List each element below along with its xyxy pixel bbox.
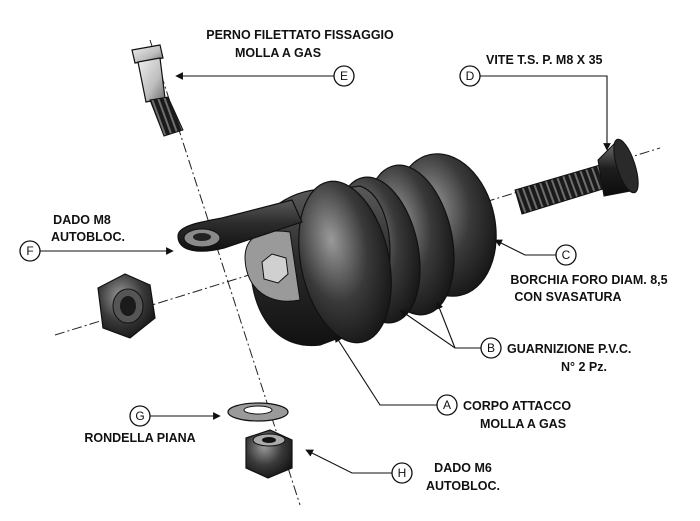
- label-e-line2: MOLLA A GAS: [235, 46, 321, 60]
- leader-d: [480, 75, 611, 151]
- label-b-line1: GUARNIZIONE P.V.C.: [507, 342, 631, 356]
- callout-circle-f: [19, 240, 41, 262]
- leader-c: [494, 239, 556, 256]
- label-e-line1: PERNO FILETTATO FISSAGGIO: [206, 28, 394, 42]
- callout-letter-b: B: [487, 341, 495, 355]
- leader-b-2: [435, 301, 456, 349]
- leader-b-1: [399, 309, 481, 349]
- flat-washer-part-g: [227, 402, 289, 422]
- callout-circle-a: [436, 394, 458, 416]
- callout-letter-a: A: [443, 398, 451, 412]
- threaded-pin-part-e: [131, 44, 184, 137]
- callout-circle-c: [555, 244, 577, 266]
- m8-nut-part-f: [97, 273, 156, 339]
- label-g-line1: RONDELLA PIANA: [84, 431, 195, 445]
- callout-circle-d: [459, 65, 481, 87]
- label-a-line2: MOLLA A GAS: [480, 417, 566, 431]
- label-f-line1: DADO M8: [53, 213, 111, 227]
- callout-circle-b: [480, 337, 502, 359]
- label-c-line1: BORCHIA FORO DIAM. 8,5: [510, 273, 667, 287]
- callout-letter-c: C: [562, 248, 571, 262]
- label-b-line2: N° 2 Pz.: [561, 360, 607, 374]
- callout-letter-d: D: [466, 69, 475, 83]
- leader-lines: [40, 72, 611, 474]
- countersunk-screw-part-d: [514, 138, 639, 215]
- callout-letter-e: E: [340, 69, 348, 83]
- callout-circle-g: [129, 405, 151, 427]
- label-d-line1: VITE T.S. P. M8 X 35: [486, 53, 603, 67]
- leader-a: [334, 334, 437, 406]
- leader-h: [305, 449, 392, 474]
- callout-circle-e: [333, 65, 355, 87]
- label-h-line2: AUTOBLOC.: [426, 479, 500, 493]
- label-f-line2: AUTOBLOC.: [51, 230, 125, 244]
- callout-circles: [19, 65, 577, 484]
- label-h-line1: DADO M6: [434, 461, 492, 475]
- callout-circle-h: [391, 462, 413, 484]
- main-body-part-a: [177, 153, 497, 347]
- callout-letter-h: H: [398, 466, 407, 480]
- m6-nut-part-h: [245, 429, 293, 479]
- callout-letter-g: G: [135, 409, 144, 423]
- label-c-line2: CON SVASATURA: [514, 290, 621, 304]
- callout-letter-f: F: [26, 244, 33, 258]
- label-a-line1: CORPO ATTACCO: [463, 399, 571, 413]
